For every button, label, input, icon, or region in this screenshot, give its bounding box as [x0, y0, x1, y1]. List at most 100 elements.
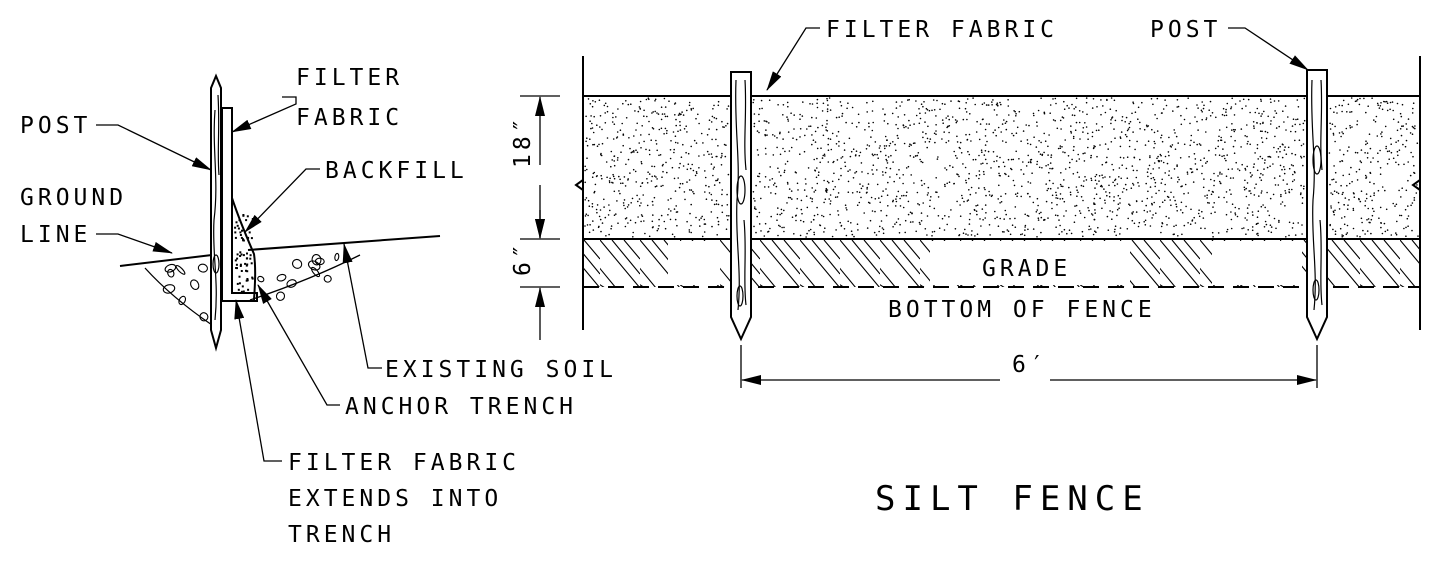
elevation-label-filter-fabric: FILTER FABRIC: [826, 17, 1058, 43]
fabric-stipple: [872, 173, 874, 175]
fabric-stipple: [1083, 160, 1086, 162]
fabric-stipple: [816, 157, 818, 160]
fabric-stipple: [825, 126, 827, 129]
fabric-stipple: [760, 99, 763, 102]
fabric-stipple: [859, 151, 862, 154]
fabric-stipple: [1172, 110, 1174, 112]
fabric-stipple: [1205, 162, 1207, 164]
fabric-stipple: [967, 199, 970, 201]
fabric-stipple: [1334, 140, 1336, 143]
fabric-stipple: [1003, 231, 1005, 233]
fabric-stipple: [841, 115, 843, 117]
fabric-stipple: [795, 214, 797, 217]
fabric-stipple: [1203, 178, 1205, 180]
fabric-stipple: [956, 120, 958, 122]
fabric-stipple: [1103, 188, 1105, 190]
fabric-stipple: [1194, 116, 1196, 118]
fabric-stipple: [776, 146, 778, 149]
fabric-stipple: [1173, 225, 1175, 228]
fabric-stipple: [918, 108, 920, 110]
fabric-stipple: [776, 219, 778, 221]
fabric-stipple: [721, 204, 723, 207]
fabric-stipple: [1059, 145, 1062, 147]
fabric-stipple: [904, 219, 907, 222]
fabric-stipple: [1038, 151, 1040, 153]
fabric-stipple: [878, 197, 880, 199]
fabric-stipple: [1283, 172, 1286, 175]
fabric-stipple: [782, 114, 784, 116]
fabric-stipple: [855, 126, 858, 128]
fabric-stipple: [648, 133, 650, 136]
fabric-stipple: [1036, 121, 1038, 123]
soil-pebble: [276, 273, 287, 282]
fabric-stipple: [1164, 190, 1166, 193]
fabric-stipple: [1339, 160, 1341, 163]
fabric-stipple: [831, 180, 834, 183]
fabric-stipple: [834, 196, 837, 198]
fabric-stipple: [1329, 183, 1331, 186]
fabric-stipple: [1021, 185, 1023, 188]
fabric-stipple: [1117, 194, 1120, 197]
fabric-stipple: [966, 98, 969, 100]
fabric-stipple: [1386, 109, 1389, 112]
fabric-stipple: [778, 224, 780, 227]
fabric-stipple: [1383, 222, 1386, 225]
leader-anchor-trench: [257, 284, 340, 406]
fabric-stipple: [673, 103, 676, 105]
fabric-stipple: [783, 169, 786, 172]
fabric-stipple: [929, 199, 931, 202]
fabric-stipple: [1104, 143, 1107, 145]
fabric-stipple: [1234, 212, 1236, 214]
fabric-stipple: [1176, 164, 1178, 166]
fabric-stipple: [857, 113, 860, 116]
fabric-stipple: [1206, 160, 1208, 163]
fabric-stipple: [1370, 232, 1372, 235]
fabric-stipple: [885, 154, 887, 157]
fabric-stipple: [773, 135, 776, 137]
fabric-stipple: [808, 125, 810, 128]
fabric-stipple: [791, 198, 793, 200]
fabric-stipple: [1122, 157, 1125, 159]
fabric-stipple: [1332, 134, 1335, 136]
fabric-stipple: [1273, 100, 1276, 102]
fabric-stipple: [1249, 190, 1251, 192]
fabric-stipple: [1251, 229, 1254, 232]
fabric-stipple: [1231, 129, 1233, 131]
soil-pebble: [334, 252, 340, 262]
fabric-stipple: [1288, 221, 1291, 224]
post-left-knot-1: [736, 175, 746, 205]
fabric-stipple: [1376, 135, 1379, 137]
fabric-stipple: [786, 101, 789, 104]
fabric-stipple: [668, 208, 670, 210]
fabric-stipple: [1338, 208, 1341, 210]
fabric-stipple: [1170, 204, 1172, 207]
fabric-stipple: [591, 122, 593, 125]
fabric-stipple: [1119, 145, 1122, 148]
fabric-stipple: [1075, 186, 1078, 188]
fabric-stipple: [637, 216, 639, 218]
fabric-stipple: [1278, 221, 1280, 223]
fabric-stipple: [1165, 215, 1167, 218]
fabric-stipple: [1166, 224, 1168, 226]
fabric-stipple: [924, 112, 927, 114]
fabric-stipple: [672, 131, 675, 133]
fabric-stipple: [651, 127, 654, 129]
fabric-stipple: [803, 189, 806, 191]
fabric-stipple: [656, 149, 658, 152]
fabric-stipple: [1378, 107, 1381, 109]
fabric-stipple: [784, 163, 787, 165]
fabric-stipple: [931, 231, 934, 233]
fabric-stipple: [999, 217, 1001, 220]
fabric-stipple: [1264, 130, 1267, 133]
fabric-stipple: [768, 99, 771, 101]
fabric-stipple: [1000, 131, 1002, 133]
fabric-stipple: [1370, 218, 1373, 221]
fabric-stipple: [965, 102, 967, 104]
fabric-stipple: [665, 161, 667, 164]
fabric-stipple: [1341, 193, 1344, 196]
fabric-stipple: [1333, 111, 1335, 113]
fabric-stipple: [1348, 173, 1351, 176]
fabric-stipple: [968, 177, 970, 180]
fabric-stipple: [974, 158, 977, 161]
fabric-stipple: [1407, 118, 1410, 120]
